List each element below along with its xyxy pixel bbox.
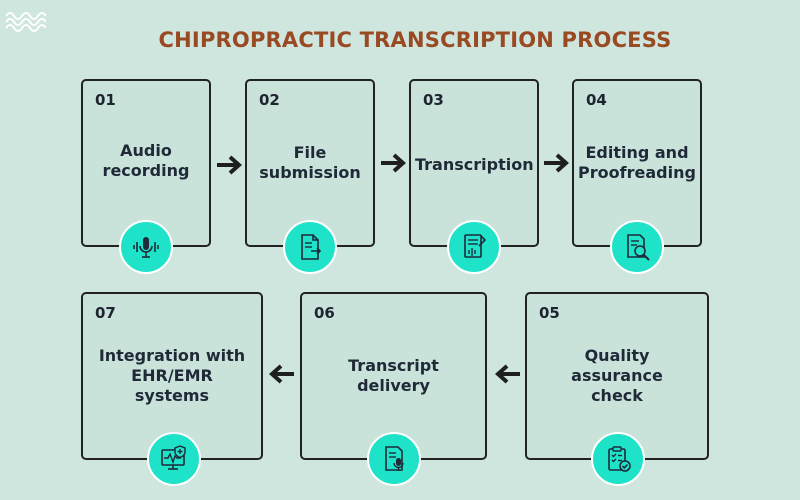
step-label: Quality assurance check <box>571 346 663 405</box>
step-card-02: 02 File submission <box>245 79 375 247</box>
arrow-right-icon <box>217 155 243 175</box>
step-card-01: 01 Audio recording <box>81 79 211 247</box>
document-search-icon <box>610 220 664 274</box>
step-label: Integration with EHR/EMR systems <box>98 346 246 405</box>
clipboard-check-icon <box>591 432 645 486</box>
page-title: CHIPROPRACTIC TRANSCRIPTION PROCESS <box>158 28 672 52</box>
step-label: Transcript delivery <box>348 356 439 395</box>
microphone-document-icon <box>367 432 421 486</box>
step-number: 03 <box>423 91 444 109</box>
step-number: 06 <box>314 304 335 322</box>
step-card-03: 03 Transcription <box>409 79 539 247</box>
voice-wave-icon <box>119 220 173 274</box>
arrow-left-icon <box>268 364 294 384</box>
arrow-right-icon <box>381 153 407 173</box>
step-number: 04 <box>586 91 607 109</box>
step-number: 02 <box>259 91 280 109</box>
document-arrow-icon <box>283 220 337 274</box>
arrow-right-icon <box>544 153 570 173</box>
step-label: File submission <box>259 143 361 182</box>
step-label: Transcription <box>415 155 534 174</box>
step-label: Audio recording <box>102 141 190 180</box>
step-number: 01 <box>95 91 116 109</box>
step-number: 07 <box>95 304 116 322</box>
wave-logo-icon <box>5 12 46 32</box>
step-card-04: 04 Editing and Proofreading <box>572 79 702 247</box>
step-label: Editing and Proofreading <box>578 143 696 182</box>
arrow-left-icon <box>494 364 520 384</box>
transcript-document-icon <box>447 220 501 274</box>
step-number: 05 <box>539 304 560 322</box>
monitor-medical-icon <box>147 432 201 486</box>
